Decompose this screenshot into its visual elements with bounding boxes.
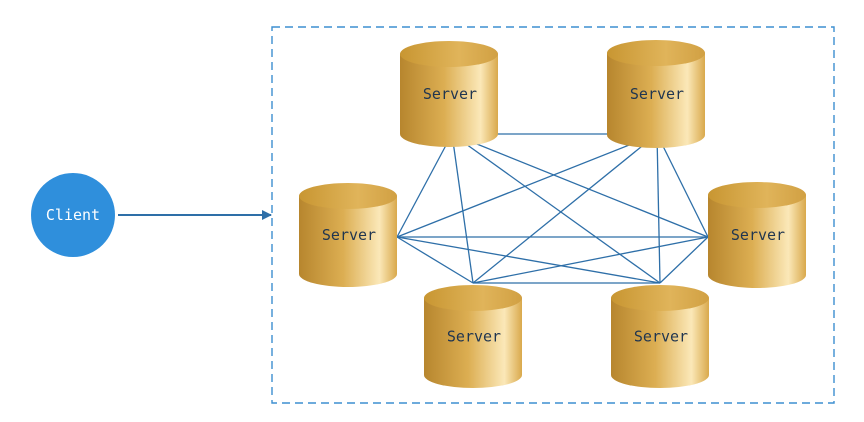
link-s3-s5 (396, 236, 474, 284)
server-cylinder-top (299, 183, 397, 209)
cluster-boundary (271, 26, 835, 404)
link-s1-s5 (451, 133, 474, 284)
server-cylinder-body (607, 53, 705, 148)
server-node[interactable]: Server (611, 285, 709, 388)
client-label: Client (46, 206, 100, 224)
server-cylinder-top (607, 40, 705, 66)
server-cylinder-top (424, 285, 522, 311)
link-s2-s3 (396, 133, 658, 238)
server-cylinder-body (424, 298, 522, 388)
server-cylinder-body (400, 54, 498, 147)
server-node[interactable]: Server (424, 285, 522, 388)
link-s2-s4 (656, 133, 709, 238)
server-label: Server (630, 85, 684, 103)
link-s1-s6 (451, 133, 661, 284)
server-label: Server (423, 85, 477, 103)
client-circle (31, 173, 115, 257)
link-s1-s4 (451, 133, 709, 238)
server-cylinder-body (708, 195, 806, 288)
link-s2-s6 (656, 133, 661, 284)
link-s2-s5 (472, 133, 658, 284)
server-node[interactable]: Server (708, 182, 806, 288)
server-cylinder-top (611, 285, 709, 311)
server-label: Server (634, 328, 688, 346)
server-cylinder-body (299, 196, 397, 287)
server-label: Server (447, 328, 501, 346)
link-s3-s6 (396, 236, 661, 284)
link-s4-s5 (472, 236, 709, 284)
server-node[interactable]: Server (400, 41, 498, 147)
server-links (396, 133, 709, 284)
server-label: Server (322, 226, 376, 244)
link-s4-s6 (659, 236, 709, 284)
server-cylinder-top (400, 41, 498, 67)
server-cylinder-top (708, 182, 806, 208)
link-s1-s3 (396, 133, 453, 238)
client-node[interactable]: Client (31, 173, 115, 257)
server-node[interactable]: Server (299, 183, 397, 287)
server-node[interactable]: Server (607, 40, 705, 148)
server-cylinder-body (611, 298, 709, 388)
server-label: Server (731, 226, 785, 244)
